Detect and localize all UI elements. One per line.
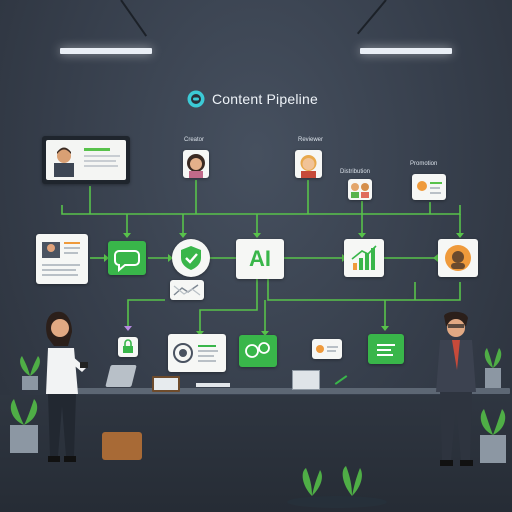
label-person-b: Reviewer <box>298 137 324 143</box>
workflow-icon <box>245 342 270 358</box>
chat-bubble-icon <box>114 250 140 273</box>
trend-line-icon <box>173 284 201 296</box>
team-icon <box>351 183 369 198</box>
ai-label: AI <box>249 246 271 271</box>
profile-card-small <box>412 174 446 200</box>
floor-plants-center <box>287 466 387 508</box>
ceiling-lamp-right <box>360 48 452 54</box>
text-lines-icon <box>377 344 395 356</box>
man-figure <box>436 311 476 466</box>
woman-avatar-icon <box>187 154 205 178</box>
desk-note <box>196 383 230 387</box>
ai-hub-node: AI <box>236 239 284 279</box>
plant-left-bottom <box>10 399 38 453</box>
document-icon <box>42 242 80 276</box>
page-title: Content Pipeline <box>186 89 318 109</box>
avatar-card-b <box>295 150 322 178</box>
label-small-b: Promotion <box>410 161 438 167</box>
laptop-left <box>105 365 137 387</box>
group-card <box>348 179 372 200</box>
shield-icon <box>181 246 201 270</box>
person-avatar-icon <box>54 147 74 177</box>
analytics-node <box>344 239 384 277</box>
workflow-node <box>239 335 277 367</box>
man-avatar-icon <box>300 155 317 178</box>
media-document-icon <box>173 343 218 363</box>
id-card-icon <box>417 181 442 194</box>
label-small-a: Distribution <box>340 169 371 175</box>
lock-icon <box>123 339 133 353</box>
plant-right-top <box>484 348 502 388</box>
chart-mini-card <box>170 280 204 300</box>
bar-chart-icon <box>351 245 377 270</box>
profile-monitor <box>42 136 130 184</box>
media-doc-node <box>168 334 226 372</box>
monitor-right <box>292 370 320 390</box>
contact-card-icon <box>316 345 338 353</box>
plant-right-bottom <box>480 409 506 463</box>
user-head-icon <box>445 245 471 271</box>
pipeline-logo-icon <box>187 90 205 108</box>
desk-frame <box>152 376 180 392</box>
lock-node <box>118 337 138 357</box>
ceiling-lamp-left <box>60 48 152 54</box>
chat-node <box>108 241 146 275</box>
plant-left-top <box>20 356 40 390</box>
security-node <box>172 239 210 277</box>
title-text: Content Pipeline <box>212 91 318 107</box>
text-node <box>368 334 404 364</box>
profile-entry-node <box>312 339 342 359</box>
briefcase <box>102 432 142 460</box>
floor <box>0 395 512 512</box>
document-node <box>36 234 88 284</box>
woman-figure <box>46 311 88 462</box>
desk-surface <box>60 388 510 394</box>
label-person-a: Creator <box>184 137 205 143</box>
audience-node <box>438 239 478 277</box>
avatar-card-a <box>183 150 209 178</box>
